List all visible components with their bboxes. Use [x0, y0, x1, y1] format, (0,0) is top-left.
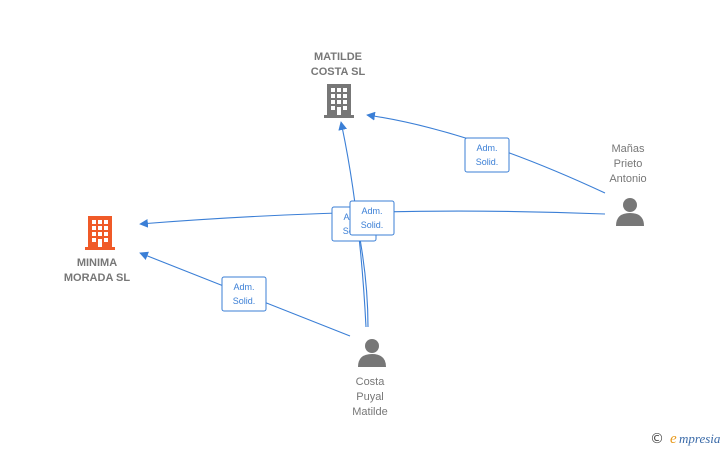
person-icon: [616, 198, 644, 226]
role-line1: Adm.: [233, 282, 254, 292]
brand-logo-initial: e: [670, 431, 677, 447]
building-icon: [324, 84, 354, 118]
person-name-line2: Puyal: [356, 391, 384, 403]
person-name-line1: Costa: [356, 376, 386, 388]
person-icon: [358, 339, 386, 367]
brand-logo-text: mpresia: [679, 431, 721, 446]
role-line2: Solid.: [361, 220, 384, 230]
company-node-minima-morada[interactable]: MINIMA MORADA SL: [64, 216, 130, 284]
role-line1: Adm.: [361, 206, 382, 216]
company-name-line1: MINIMA: [77, 257, 117, 269]
person-name-line3: Matilde: [352, 406, 387, 418]
brand-footer: © e mpresia: [650, 431, 721, 447]
company-name-line1: MATILDE: [314, 51, 362, 63]
role-label-costa-minima[interactable]: Adm. Solid.: [221, 276, 267, 312]
role-label-manas-matilde[interactable]: Adm. Solid.: [464, 137, 510, 173]
person-name-line3: Antonio: [609, 173, 646, 185]
role-line2: Solid.: [233, 296, 256, 306]
person-name-line2: Prieto: [614, 158, 643, 170]
role-label-manas-minima[interactable]: Adm. Solid.: [349, 200, 395, 236]
role-line1: Adm.: [476, 143, 497, 153]
company-name-line2: COSTA SL: [311, 66, 366, 78]
person-node-costa[interactable]: Costa Puyal Matilde: [352, 339, 388, 418]
copyright-symbol: ©: [650, 431, 664, 447]
person-node-manas[interactable]: Mañas Prieto Antonio: [609, 143, 647, 226]
company-name-line2: MORADA SL: [64, 272, 130, 284]
person-name-line1: Mañas: [611, 143, 645, 155]
role-line2: Solid.: [476, 157, 499, 167]
building-icon: [85, 216, 115, 250]
company-node-matilde-costa[interactable]: MATILDE COSTA SL: [311, 51, 366, 118]
